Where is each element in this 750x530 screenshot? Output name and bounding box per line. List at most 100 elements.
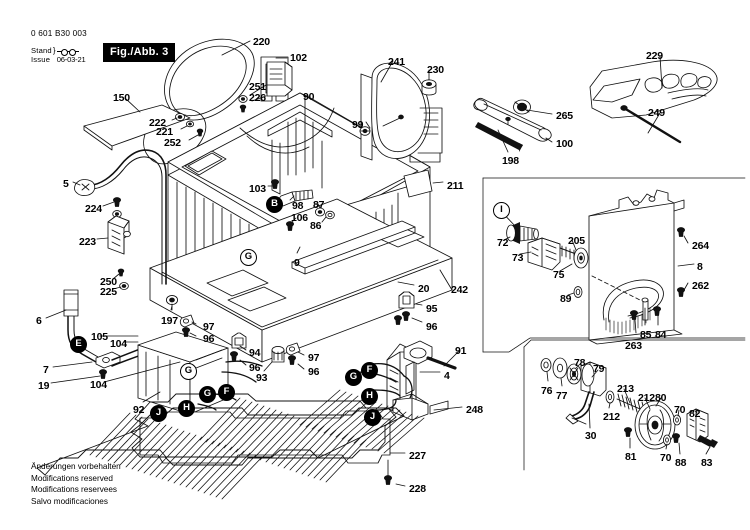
part-79-hub	[565, 361, 607, 425]
callout-4: 4	[444, 370, 450, 382]
stand-symbol	[56, 46, 86, 56]
callout-205: 205	[568, 235, 585, 247]
part-94-bracket	[231, 332, 247, 349]
part-96-screw-top-right	[393, 315, 403, 325]
right-subassembly-frame	[482, 177, 746, 353]
part-70-washer-b	[662, 434, 672, 446]
part-150-plate	[83, 104, 191, 151]
callout-86: 86	[310, 220, 322, 232]
footer-line-fr: Modifications reservees	[31, 485, 118, 495]
part-100-link-bar	[473, 97, 552, 142]
callout-212a: 212	[603, 411, 620, 423]
callout-104b: 104	[90, 379, 107, 391]
callout-97a: 97	[203, 321, 215, 333]
part-87-washer	[314, 207, 326, 217]
part-83-bolt	[697, 435, 718, 448]
circle-marker-g-5: G	[199, 386, 216, 403]
callout-85: 85	[640, 329, 652, 341]
circle-marker-j-11: J	[364, 409, 381, 426]
callout-99: 99	[352, 119, 364, 131]
callout-251: 251	[249, 81, 266, 93]
leader-lines	[45, 40, 711, 487]
part-241-guard	[360, 62, 443, 163]
callout-96d: 96	[308, 366, 320, 378]
callout-91: 91	[455, 345, 467, 357]
callout-249: 249	[648, 107, 665, 119]
part-9-deflector	[291, 220, 416, 275]
callout-104a: 104	[110, 338, 127, 350]
callout-79: 79	[593, 363, 605, 375]
issue-label: Issue	[31, 55, 51, 65]
part-82-coupling	[686, 408, 709, 443]
callout-96c: 96	[249, 362, 261, 374]
callout-9: 9	[294, 257, 300, 269]
part-248-harness	[392, 393, 449, 421]
callout-82: 82	[689, 408, 701, 420]
part-262-screw	[676, 287, 686, 297]
callout-95: 95	[426, 303, 438, 315]
part-93-bushing	[271, 345, 285, 363]
callout-224: 224	[85, 203, 102, 215]
circle-marker-g-8: G	[345, 369, 362, 386]
footer-line-en: Modifications reserved	[31, 473, 113, 483]
callout-78: 78	[574, 357, 586, 369]
callout-80: 80	[655, 392, 667, 404]
footer-disclaimer: Änderungen vorbehalten Modifications res…	[31, 461, 121, 508]
part-75-wheel	[573, 247, 589, 269]
part-223-switch	[107, 215, 131, 255]
circle-marker-i-12: I	[493, 202, 510, 219]
callout-96a: 96	[426, 321, 438, 333]
part-224-screw	[112, 197, 122, 207]
callout-97b: 97	[308, 352, 320, 364]
callout-264: 264	[692, 240, 709, 252]
part-30-leader	[571, 417, 587, 425]
callout-70a: 70	[674, 404, 686, 416]
part-205-spring	[559, 245, 577, 261]
circle-marker-f-4: F	[218, 384, 235, 401]
callout-81: 81	[625, 451, 637, 463]
callout-221: 221	[156, 126, 173, 138]
part-70-washer-a	[672, 414, 682, 426]
circle-marker-e-2: E	[70, 336, 87, 353]
part-89-ring	[573, 286, 583, 298]
callout-70b: 70	[660, 452, 672, 464]
circle-marker-h-6: H	[178, 400, 195, 417]
callout-252: 252	[164, 137, 181, 149]
part-97-96-pair-a	[179, 314, 195, 337]
callout-262: 262	[692, 280, 709, 292]
part-198-pin	[475, 122, 523, 152]
callout-220: 220	[253, 36, 270, 48]
part-230-knob	[421, 79, 437, 96]
callout-89: 89	[560, 293, 572, 305]
callout-229: 229	[646, 50, 663, 62]
part-76-ring	[540, 358, 552, 372]
callout-103: 103	[249, 183, 266, 195]
callout-76: 76	[541, 385, 553, 397]
part-77-washer	[552, 357, 568, 379]
callout-93: 93	[256, 372, 268, 384]
circle-marker-b-0: B	[266, 196, 283, 213]
callout-6: 6	[36, 315, 42, 327]
part-85-clip	[641, 297, 649, 321]
part-95-bracket	[398, 291, 415, 309]
callout-241: 241	[388, 56, 405, 68]
part-250-225	[117, 268, 129, 290]
callout-228: 228	[409, 483, 426, 495]
part-5-power-cord	[74, 149, 167, 285]
part-78-bearing	[566, 363, 582, 385]
callout-213: 213	[617, 383, 634, 395]
callout-227: 227	[409, 450, 426, 462]
callout-100: 100	[556, 138, 573, 150]
part-8-side-panel	[588, 189, 685, 345]
part-264-screw	[676, 227, 686, 237]
part-81-screw	[623, 427, 633, 437]
footer-line-es: Salvo modificaciones	[31, 496, 108, 506]
callout-77: 77	[556, 390, 568, 402]
callout-250: 250	[100, 276, 117, 288]
callout-212b: 212	[638, 392, 655, 404]
callout-30: 30	[585, 430, 597, 442]
callout-223: 223	[79, 236, 96, 248]
part-91-rod	[426, 356, 457, 370]
part-99-nut	[359, 126, 371, 136]
